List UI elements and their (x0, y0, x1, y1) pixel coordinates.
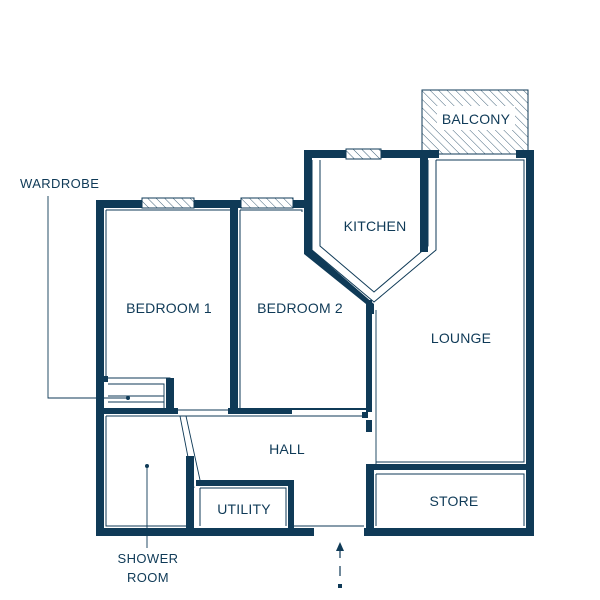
wardrobe-leader (47, 196, 128, 399)
exterior-walls (96, 150, 534, 536)
room-label-utility: UTILITY (217, 501, 271, 517)
room-label-balcony: BALCONY (442, 111, 511, 127)
callout-label-shower-line2: ROOM (127, 570, 169, 585)
wardrobe-leader-dot (126, 396, 130, 400)
shower-leader-dot (145, 464, 149, 468)
bedroom2-window (240, 197, 294, 209)
entrance-arrow-icon (336, 542, 344, 588)
balcony (421, 89, 529, 155)
room-label-bedroom-2: BEDROOM 2 (257, 300, 343, 316)
room-label-hall: HALL (269, 441, 305, 457)
callouts (47, 196, 149, 548)
room-label-bedroom-1: BEDROOM 1 (126, 300, 212, 316)
callout-label-shower-line1: SHOWER (118, 551, 179, 566)
kitchen-window (345, 148, 382, 160)
balcony-label-bg (437, 106, 515, 130)
room-label-store: STORE (430, 493, 479, 509)
interior-walls (96, 156, 526, 528)
room-label-lounge: LOUNGE (431, 330, 491, 346)
bedroom1-window (141, 197, 195, 209)
callout-label-wardrobe: WARDROBE (20, 176, 99, 191)
room-label-kitchen: KITCHEN (344, 218, 407, 234)
